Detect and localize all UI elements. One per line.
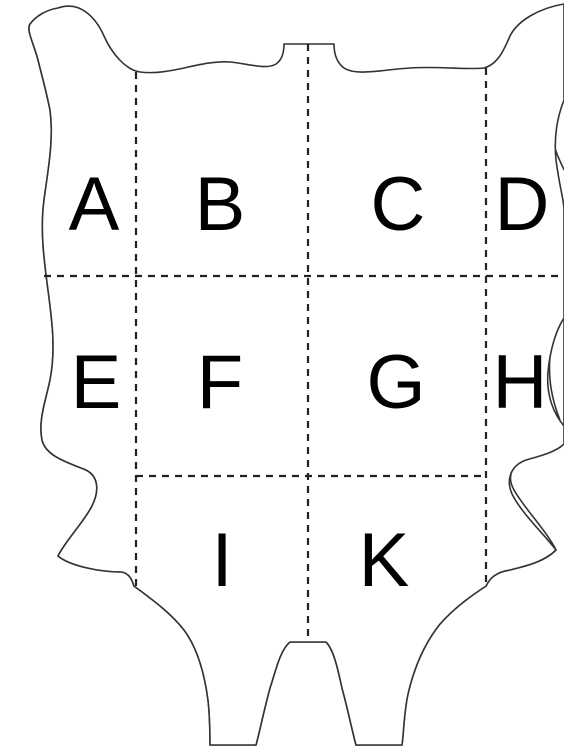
region-label-a: A — [69, 162, 120, 247]
region-label-h: H — [493, 340, 548, 425]
region-label-i: I — [211, 518, 232, 603]
region-label-b: B — [195, 162, 246, 247]
region-label-k: K — [359, 518, 410, 603]
region-label-g: G — [366, 340, 425, 425]
region-label-d: D — [495, 162, 550, 247]
region-label-c: C — [371, 162, 426, 247]
region-label-f: F — [197, 340, 243, 425]
region-label-e: E — [71, 340, 122, 425]
